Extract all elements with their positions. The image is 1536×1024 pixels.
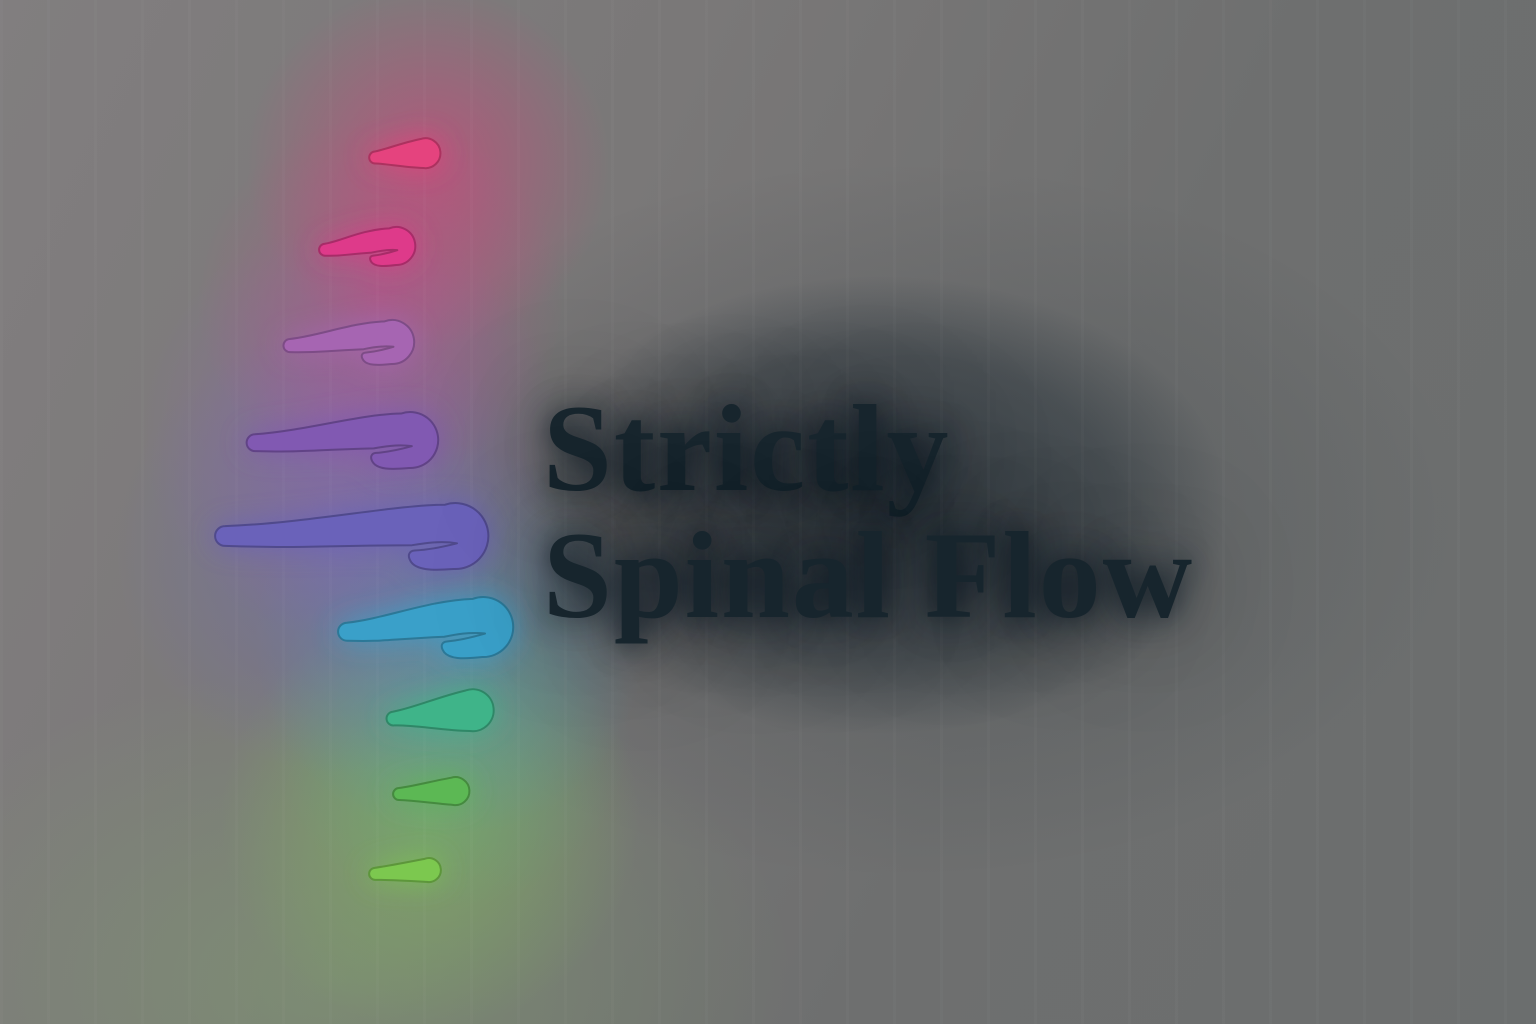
vertebra-2 [318,226,417,268]
vertebra-1 [368,137,442,170]
spine-shape-layer [214,137,515,884]
vertebra-7 [385,688,495,733]
vertebra-4 [245,411,440,470]
vertebra-6 [337,596,515,660]
vertebra-3 [282,319,416,366]
vertebra-8 [392,776,471,807]
vertebra-9 [368,857,442,884]
brand-title-line1: Strictly [543,380,951,517]
brand-title: Strictly Spinal Flow [543,385,1194,639]
brand-title-line2: Spinal Flow [543,507,1194,644]
vertebra-5 [214,502,490,571]
